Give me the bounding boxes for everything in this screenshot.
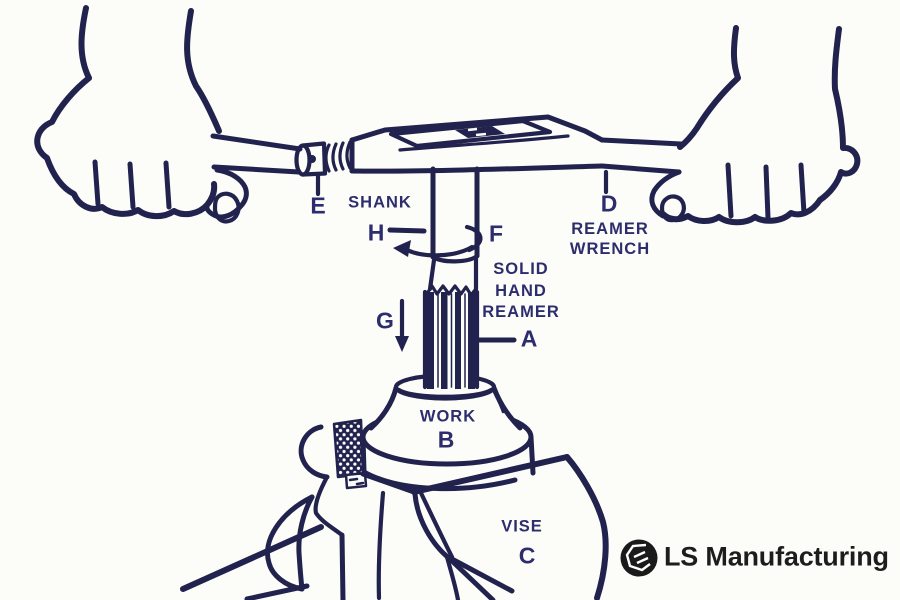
label-solid-line3: REAMER: [482, 302, 560, 321]
label-reamer-wrench-line2: WRENCH: [569, 240, 651, 258]
vise-drawing: [180, 418, 609, 600]
wrench-handle-left: [210, 133, 303, 152]
callout-letter-h: H: [367, 219, 385, 246]
vise-plate-right-edge: [564, 454, 609, 600]
label-solid-line2: HAND: [495, 281, 547, 300]
reamer-wrench-drawing: [210, 114, 684, 177]
right-thumb-nail: [659, 194, 686, 223]
callout-letter-c: C: [518, 542, 536, 569]
label-solid-line1: SOLID: [493, 259, 549, 278]
callout-letter-a: A: [520, 325, 538, 352]
wrench-slot: [388, 118, 553, 149]
vise-plate-top-edge: [411, 454, 570, 495]
brand-name: LS Manufacturing: [664, 541, 889, 572]
callout-letter-f: F: [488, 220, 504, 247]
dash-h: [387, 227, 427, 234]
left-thumb-nail: [212, 191, 241, 224]
right-thumb: [649, 169, 682, 219]
adjusting-screw: [294, 143, 312, 177]
wrench-handle-right: [599, 137, 684, 147]
callout-letter-d: D: [600, 190, 618, 217]
label-solid-hand-reamer: SOLID HAND REAMER: [482, 259, 560, 324]
callout-letter-e: E: [310, 192, 326, 219]
label-work: WORK: [419, 407, 477, 426]
label-reamer-wrench: REAMER WRENCH: [570, 219, 650, 259]
right-hand: [649, 25, 861, 226]
reamer-drawing: [396, 166, 494, 399]
label-vise: VISE: [501, 517, 543, 536]
left-hand: [34, 5, 249, 224]
ls-logo-icon: [620, 539, 658, 577]
callout-arrows: [315, 169, 609, 352]
label-shank: SHANK: [348, 193, 412, 212]
vise-handle-rod: [180, 524, 324, 592]
callout-letter-g: G: [376, 307, 394, 334]
label-reamer-wrench-line1: REAMER: [571, 220, 649, 238]
callout-letter-b: B: [437, 426, 455, 453]
